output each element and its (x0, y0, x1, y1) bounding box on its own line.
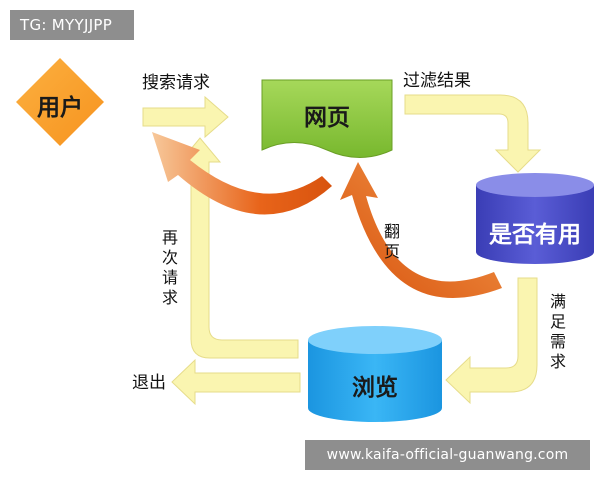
top-watermark: TG: MYYJJPP (10, 10, 134, 40)
request-again-label: 再次请求 (161, 228, 178, 307)
filter-result-label: 过滤结果 (403, 71, 471, 91)
search-request-arrow (142, 95, 229, 139)
bottom-watermark: www.kaifa-official-guanwang.com (305, 440, 590, 470)
satisfy-need-label: 满足需求 (549, 292, 566, 371)
satisfy-need-arrow (445, 277, 538, 405)
webpage-node-shape (261, 79, 393, 158)
exit-arrow (171, 358, 301, 406)
browse-node-shape (308, 340, 442, 422)
user-node-shape (16, 58, 104, 146)
browse-node-top (308, 326, 442, 354)
page-turn-arrow (340, 162, 502, 298)
page-turn-label: 翻页 (383, 222, 400, 261)
user-node-label: 用户 (37, 95, 83, 121)
filter-result-arrow (404, 94, 542, 173)
browse-node-label: 浏览 (352, 375, 398, 401)
useful-node-label: 是否有用 (489, 222, 581, 248)
search-request-label: 搜索请求 (142, 73, 210, 93)
orange-loop-left (152, 132, 332, 215)
useful-node-top (476, 173, 594, 197)
useful-node-shape (476, 185, 594, 264)
exit-label: 退出 (132, 373, 166, 393)
webpage-node-label: 网页 (304, 105, 350, 131)
